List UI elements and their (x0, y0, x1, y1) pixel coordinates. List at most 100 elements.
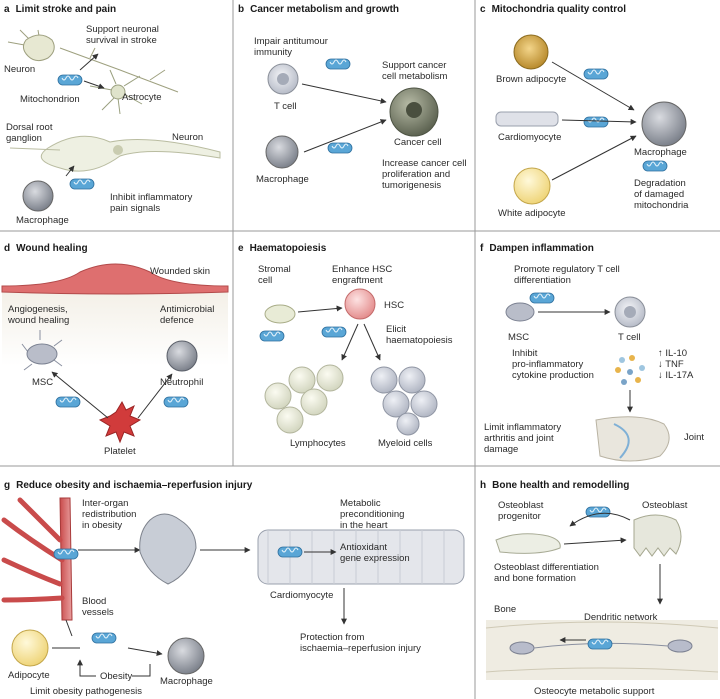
panel-c-title: Mitochondria quality control (492, 4, 627, 15)
osteoblast-cell (633, 514, 682, 557)
cytokine-dots (615, 355, 645, 385)
mitochondrion-icon (325, 58, 351, 70)
g-adipo-label: Adipocyte (8, 670, 50, 681)
d-skin-label: Wounded skin (150, 266, 210, 277)
panel-d-title: Wound healing (16, 243, 87, 254)
b-tcell-label: T cell (274, 101, 297, 112)
panel-e-title: Haematopoiesis (250, 243, 327, 254)
h-dend-label: Dendritic network (584, 612, 658, 623)
c-brown-label: Brown adipocyte (496, 74, 566, 85)
e-myeloid-label: Myeloid cells (378, 438, 433, 449)
lymphocyte-cluster (264, 364, 344, 434)
platelet-cell (98, 400, 142, 444)
h-support-text: Osteocyte metabolic support (534, 686, 655, 697)
g-limit-text: Limit obesity pathogenesis (30, 686, 142, 697)
g-obesity-label: Obesity (100, 671, 132, 682)
a-neuron-label: Neuron (4, 64, 35, 75)
mitochondrion-icon (583, 116, 609, 128)
macrophage-cell (167, 637, 205, 675)
a-macro-label: Macrophage (16, 215, 69, 226)
a-mito-label: Mitochondrion (20, 94, 80, 105)
joint-illustration (595, 416, 670, 462)
g-cardio-label: Cardiomyocyte (270, 590, 333, 601)
mitochondrion-icon (327, 142, 353, 154)
drg-illustration (9, 135, 221, 172)
mitochondrion-icon (642, 160, 668, 172)
cardiomyocyte-cell (495, 111, 559, 127)
mitochondrion-icon (53, 548, 79, 560)
a-neuron2-label: Neuron (172, 132, 203, 143)
mitochondrion-icon (583, 68, 609, 80)
panel-b-title: Cancer metabolism and growth (250, 4, 399, 15)
progenitor-cell (495, 533, 561, 554)
neuron-illustration (7, 29, 179, 93)
c-white-label: White adipocyte (498, 208, 566, 219)
brown-adipocyte (513, 34, 549, 70)
mitochondrion-icon (163, 396, 189, 408)
g-macro-label: Macrophage (160, 676, 213, 687)
mitochondrion-icon (259, 330, 285, 342)
c-macro-label: Macrophage (634, 147, 687, 158)
cardiomyocyte-cell (257, 529, 465, 585)
mitochondrion-icon (91, 632, 117, 644)
mitochondrion-icon (587, 638, 613, 650)
mitochondrion-icon (321, 326, 347, 338)
d-msc-label: MSC (32, 377, 53, 388)
d-platelet-label: Platelet (104, 446, 136, 457)
f-cyto-text: ↑ IL-10↓ TNF↓ IL-17A (658, 348, 694, 381)
macrophage-cell (22, 180, 54, 212)
wound-tissue (1, 263, 229, 295)
f-tcell-label: T cell (618, 332, 641, 343)
mitochondrion-icon (55, 396, 81, 408)
h-bone-label: Bone (494, 604, 516, 615)
msc-cell (26, 343, 58, 365)
mitochondrion-icon (69, 178, 95, 190)
d-angio-text: Angiogenesis,wound healing (7, 304, 69, 326)
f-joint-label: Joint (684, 432, 704, 443)
d-neutro-label: Neutrophil (160, 377, 203, 388)
e-hsc-label: HSC (384, 300, 404, 311)
panel-h-title: Bone health and remodelling (492, 480, 629, 491)
e-lymph-label: Lymphocytes (290, 438, 346, 449)
osteocyte-cell (667, 639, 693, 653)
adipocyte-cell (11, 629, 49, 667)
hsc-cell (344, 288, 376, 320)
f-msc-label: MSC (508, 332, 529, 343)
heart-illustration (139, 513, 197, 585)
h-osteo-label: Osteoblast (642, 500, 688, 511)
myeloid-cluster (370, 366, 438, 436)
neutrophil-cell (166, 340, 198, 372)
